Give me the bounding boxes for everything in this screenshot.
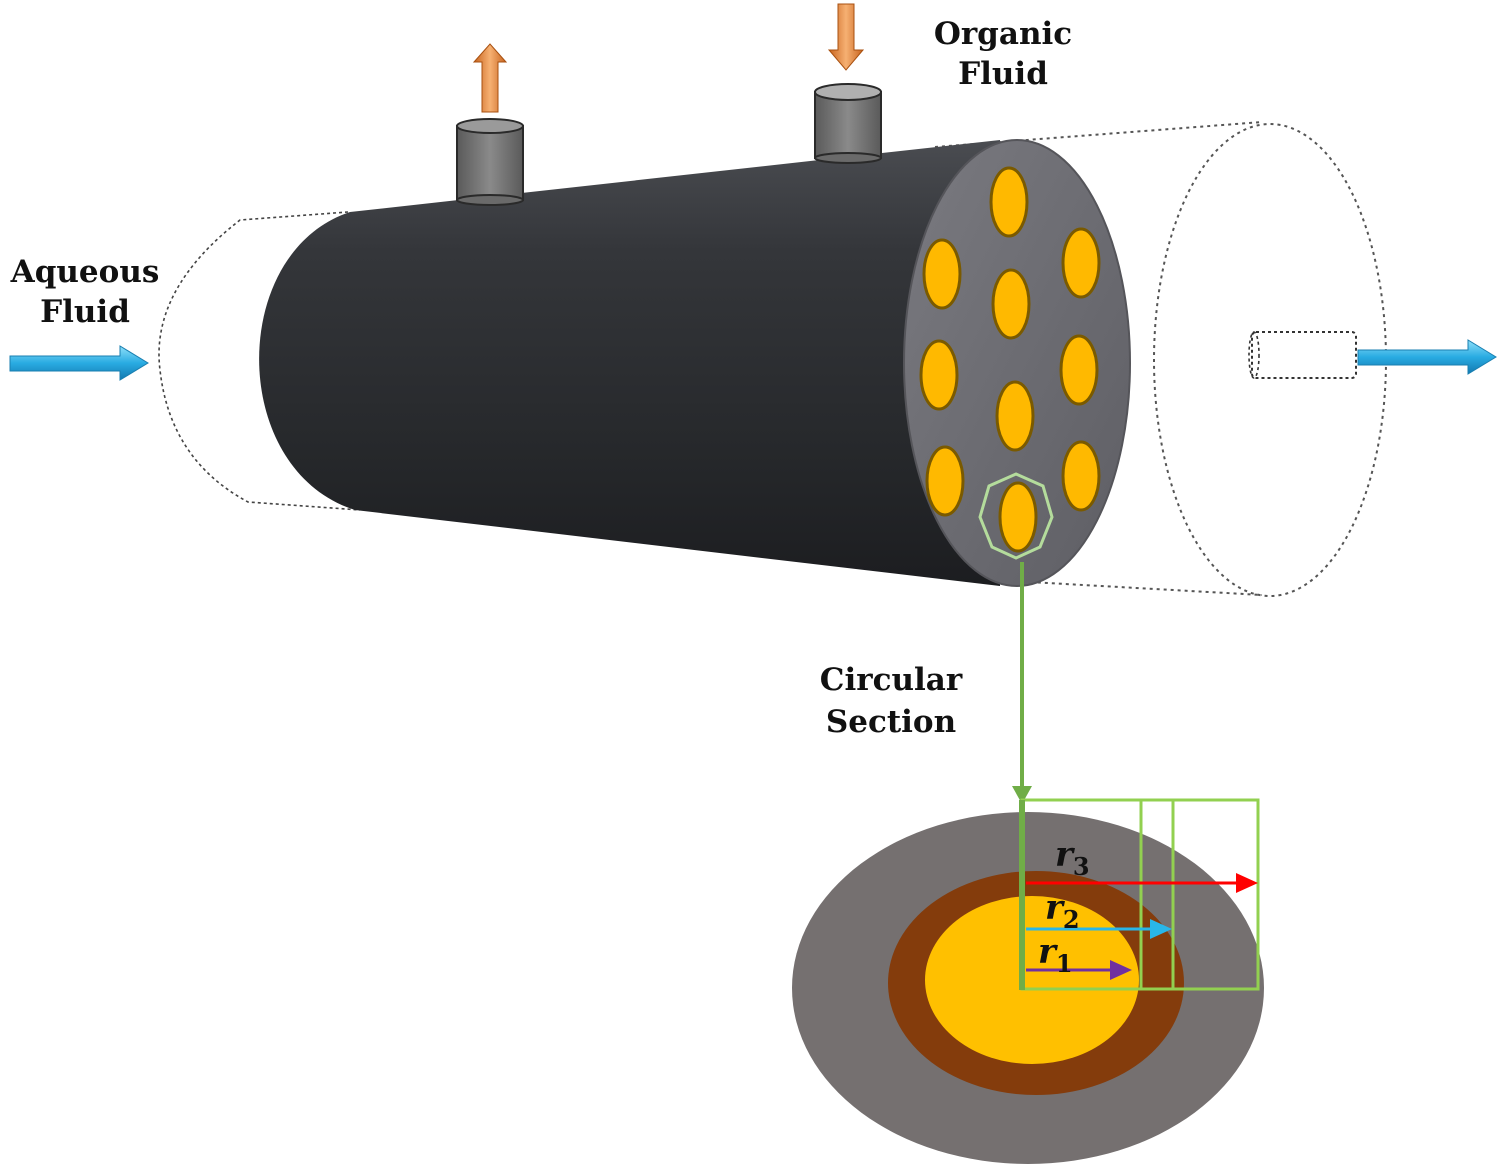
aqueous-inlet-arrow: [9, 345, 149, 381]
fiber-9: [1061, 440, 1101, 512]
r2-label: r2: [1045, 888, 1080, 934]
circular-section-label-line2: Section: [826, 704, 956, 740]
organic-fluid-label-line1: Organic: [934, 16, 1072, 52]
r2-arrow: [1026, 919, 1172, 939]
aqueous-fluid-label-line1: Aqueous: [10, 254, 160, 290]
organic-fluid-label-line2: Fluid: [958, 56, 1048, 92]
r1-label: r1: [1038, 932, 1073, 978]
organic-inlet-arrow: [827, 3, 865, 71]
organic-outlet-arrow: [472, 43, 508, 113]
aqueous-outlet-arrow: [1357, 339, 1497, 375]
lumen-layer: [925, 896, 1139, 1064]
fiber-4: [991, 268, 1031, 340]
permeate-outlet-port: [456, 118, 524, 206]
r1-arrow: [1026, 960, 1132, 980]
circular-cross-section: r3 r2 r1: [792, 798, 1264, 1164]
section-connector-arrow: [1012, 562, 1032, 804]
r3-label: r3: [1055, 835, 1090, 881]
module-shell-body: [259, 140, 1000, 586]
r3-arrow: [1026, 873, 1258, 893]
fiber-1: [989, 166, 1029, 238]
fiber-2: [922, 238, 962, 310]
hollow-fibers: [919, 166, 1101, 553]
organic-inlet-port: [814, 83, 882, 164]
fiber-7: [995, 380, 1035, 452]
inlet-cap-outline: [158, 211, 361, 511]
selected-fiber-highlight: [978, 472, 1054, 560]
fiber-3: [1061, 227, 1101, 299]
fiber-10: [998, 481, 1038, 553]
fiber-8: [925, 445, 965, 517]
fiber-6: [1059, 334, 1099, 406]
circular-section-label-line1: Circular: [820, 662, 963, 698]
fiber-5: [919, 339, 959, 411]
aqueous-fluid-label-line2: Fluid: [40, 294, 130, 330]
